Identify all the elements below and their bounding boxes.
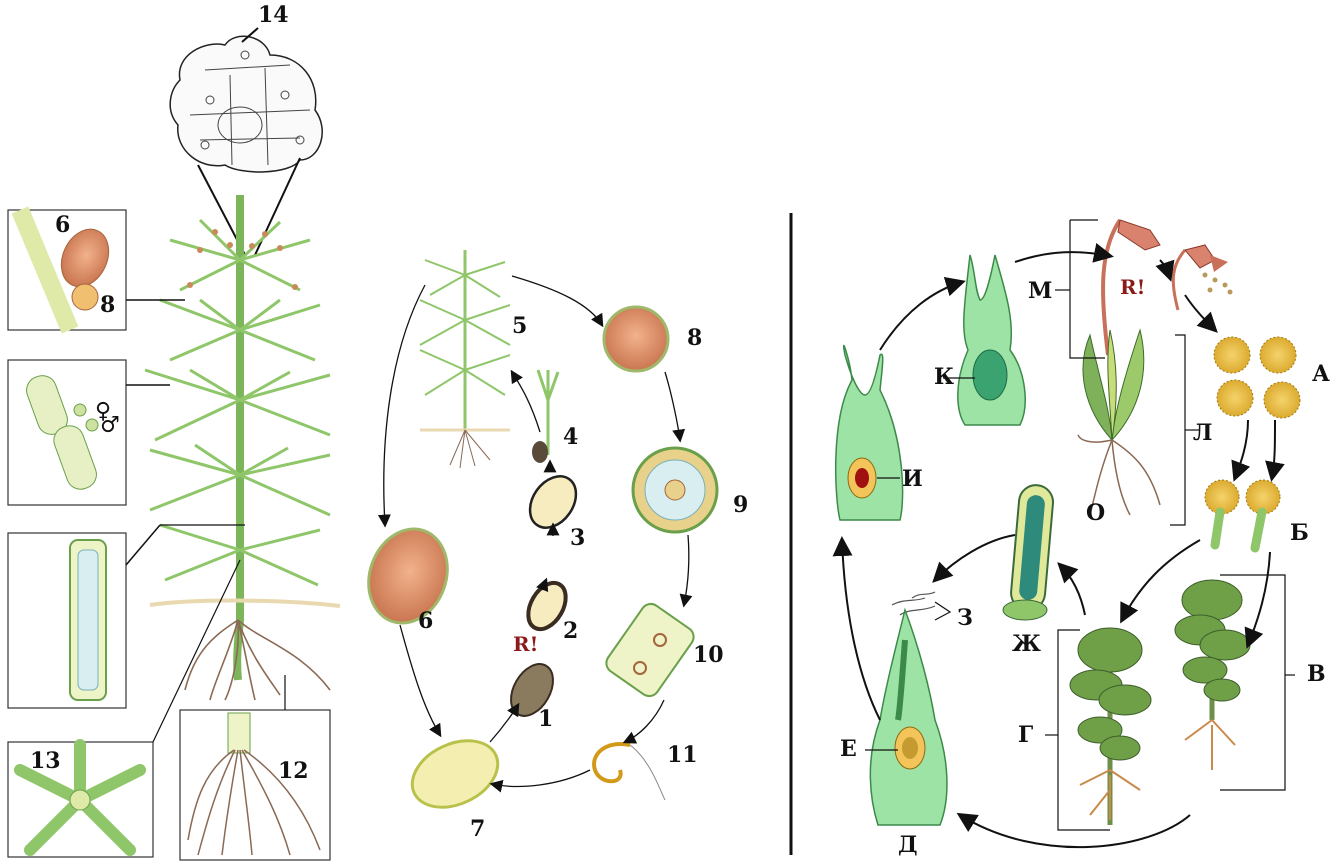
spores-A: [1214, 337, 1300, 418]
label-13: 13: [30, 748, 61, 774]
inset-node: [8, 360, 170, 505]
label-4: 4: [563, 424, 578, 450]
label-r-left: R!: [513, 632, 538, 656]
label-2: 2: [563, 618, 578, 644]
label-Zh: Ж: [1012, 631, 1041, 657]
label-7: 7: [470, 816, 485, 842]
label-10: 10: [693, 642, 724, 668]
label-r-right: R!: [1120, 275, 1145, 299]
antheridial-filament-10: [602, 600, 697, 700]
archegonium-I: [836, 345, 903, 520]
section-9: [633, 448, 717, 532]
label-11: 11: [667, 742, 698, 768]
label-G: Г: [1018, 722, 1033, 748]
germinating-spore-7: [402, 728, 509, 820]
label-L: Л: [1193, 420, 1212, 446]
antheridium-K: [958, 255, 1025, 425]
label-B: Б: [1290, 520, 1309, 546]
germinating-spores-B: [1205, 480, 1280, 548]
male-symbol: ♂: [100, 412, 120, 438]
main-plant: [145, 195, 340, 700]
label-1: 1: [538, 706, 553, 732]
label-8-inset: 8: [100, 292, 115, 318]
inset-oogonium: [8, 210, 185, 330]
germling-4: [532, 370, 558, 463]
spermatozoids-Z: [892, 592, 935, 615]
leafy-gametophyte-V: [1175, 580, 1250, 770]
label-O: О: [1086, 500, 1105, 526]
antheridium-Zh: [1003, 484, 1054, 620]
label-14: 14: [258, 2, 289, 28]
right-panel: М R! А К Л И О Б В Ж З Г Е Д: [836, 220, 1330, 858]
leafy-gametophyte-G: [1070, 628, 1151, 825]
label-M: М: [1028, 278, 1052, 304]
inset-internode-cell: [8, 525, 245, 708]
label-3: 3: [570, 525, 585, 551]
label-D: Д: [898, 832, 918, 858]
small-plant-5: [420, 250, 510, 468]
left-panel: 14 6 8 ♀ ♂ 5 8 4 3 9 6 2 R! 10 1 11 7 12…: [8, 2, 748, 860]
spermatozoid-11: [594, 744, 665, 800]
oogonium-8: [604, 307, 668, 371]
apex-cell-cluster: [170, 28, 322, 172]
label-I: И: [902, 466, 923, 492]
label-6-inset: 6: [55, 212, 70, 238]
label-A: А: [1312, 361, 1330, 387]
label-9: 9: [733, 492, 748, 518]
label-V: В: [1307, 661, 1326, 687]
label-K: К: [934, 364, 954, 390]
label-5: 5: [512, 313, 527, 339]
archegonium-D: [870, 610, 947, 825]
oospore-6: [356, 518, 460, 634]
label-6: 6: [418, 608, 433, 634]
label-8: 8: [687, 325, 702, 351]
label-E: Е: [840, 736, 857, 762]
label-12: 12: [278, 758, 309, 784]
label-Z: З: [957, 605, 973, 631]
